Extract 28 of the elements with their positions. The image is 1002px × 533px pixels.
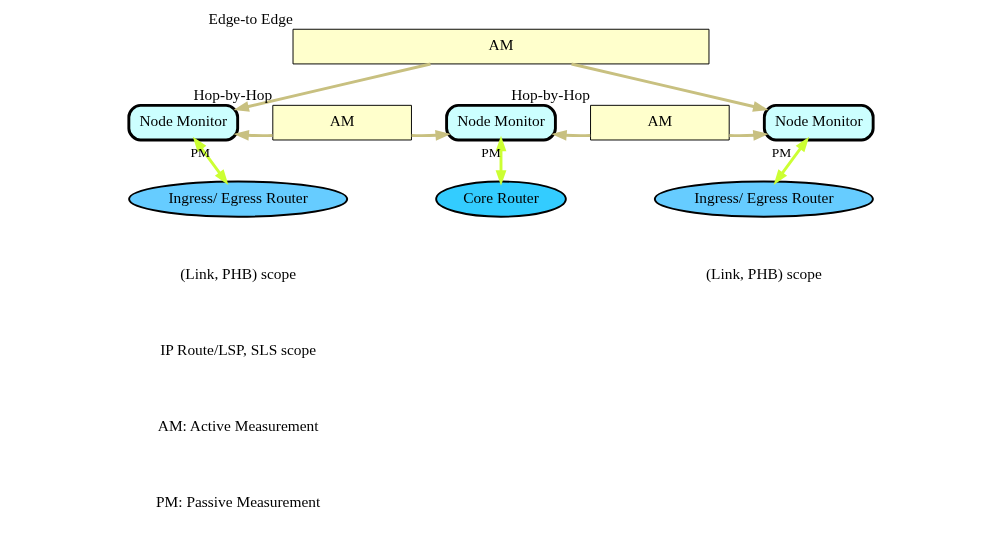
label: IP Route/LSP, SLS scope (160, 341, 317, 359)
node-label: Hop-by-Hop (193, 86, 273, 104)
node-label: Edge-to Edge (208, 10, 293, 28)
node-box: AM (272, 104, 412, 141)
arrow (773, 136, 810, 185)
node-box: Node Monitor (127, 103, 240, 142)
node-ellipse: Core Router (435, 180, 567, 218)
arrow (571, 62, 769, 112)
arrow (411, 129, 451, 141)
edge-label: PM (481, 144, 501, 160)
arrow (233, 129, 273, 141)
node-box: Node Monitor (762, 103, 875, 142)
node-box: AM (292, 28, 710, 65)
node-ellipse: Ingress/ Egress Router (128, 180, 349, 218)
arrow (233, 62, 431, 112)
node-ellipse: Ingress/ Egress Router (653, 180, 874, 218)
node-label: Hop-by-Hop (511, 86, 590, 104)
edge-label: PM (771, 144, 792, 160)
arrow (192, 136, 229, 185)
node-box: Node Monitor (445, 103, 557, 142)
arrow (551, 129, 591, 141)
arrow (729, 129, 769, 141)
node-box: AM (590, 104, 730, 141)
label: (Link, PHB) scope (180, 265, 297, 283)
label: (Link, PHB) scope (705, 265, 822, 283)
label: AM: Active Measurement (157, 417, 319, 435)
label: PM: Passive Measurement (156, 493, 321, 511)
arrow (495, 135, 507, 186)
